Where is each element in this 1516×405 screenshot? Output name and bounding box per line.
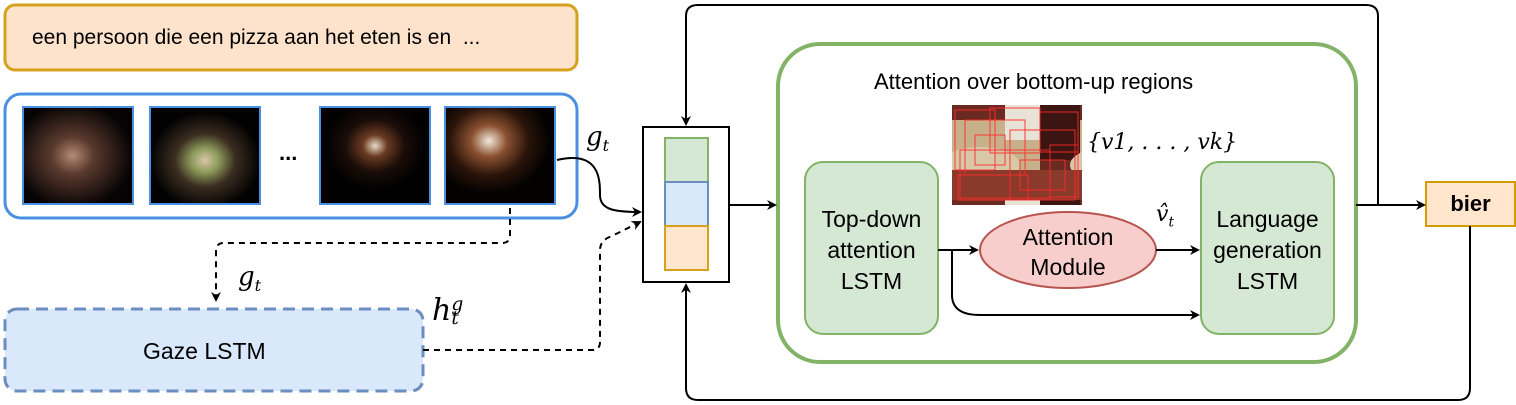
topdown-label-line-2: attention (827, 237, 916, 263)
topdown-label-line-3: LSTM (840, 268, 903, 294)
gaze-frame-1 (22, 106, 134, 205)
gaze-frame-3 (319, 106, 431, 205)
attention-module-line-2: Module (1030, 254, 1106, 280)
g-t-mid-label: gt (238, 262, 262, 296)
attention-module-label: Attention Module (980, 222, 1156, 282)
g-t-top-label: gt (586, 122, 610, 156)
topdown-label-line-1: Top-down (821, 206, 922, 232)
output-word-box (1425, 181, 1516, 227)
bottom-up-regions-image (952, 105, 1082, 205)
language-lstm-label: Language generation LSTM (1201, 204, 1334, 297)
frames-ellipsis: ... (279, 140, 298, 165)
topdown-lstm-box (804, 161, 939, 335)
gaze-lstm-label: Gaze LSTM (143, 338, 266, 364)
gaze-frame-2 (149, 106, 261, 205)
edge-frames-to-concat (556, 157, 642, 217)
concat-segment-orange (664, 225, 709, 271)
language-label-line-3: LSTM (1236, 268, 1299, 294)
language-label-line-1: Language (1216, 206, 1319, 232)
attention-title: Attention over bottom-up regions (874, 69, 1194, 94)
language-lstm-box (1200, 161, 1335, 335)
caption-text: een persoon die een pizza aan het eten i… (32, 26, 481, 49)
edge-frames-to-gaze (211, 208, 511, 302)
topdown-lstm-label: Top-down attention LSTM (805, 204, 938, 297)
language-label-line-2: generation (1213, 237, 1322, 263)
frames-container (3, 92, 579, 220)
v-hat-t-label: v̂t (1156, 202, 1174, 231)
regions-set-label: {v1, . . . , vk} (1087, 130, 1238, 155)
gaze-frame-4 (444, 106, 556, 205)
caption-box (3, 3, 579, 72)
concat-segment-green (664, 137, 709, 183)
attention-module-line-1: Attention (1022, 224, 1114, 250)
edge-feedback-bottom (681, 226, 1471, 401)
output-word: bier (1450, 191, 1491, 216)
concat-segment-blue (664, 181, 709, 227)
edge-topdown-to-language (951, 250, 1200, 320)
edge-feedback-top (681, 4, 1379, 205)
edge-gaze-to-concat (423, 221, 642, 351)
